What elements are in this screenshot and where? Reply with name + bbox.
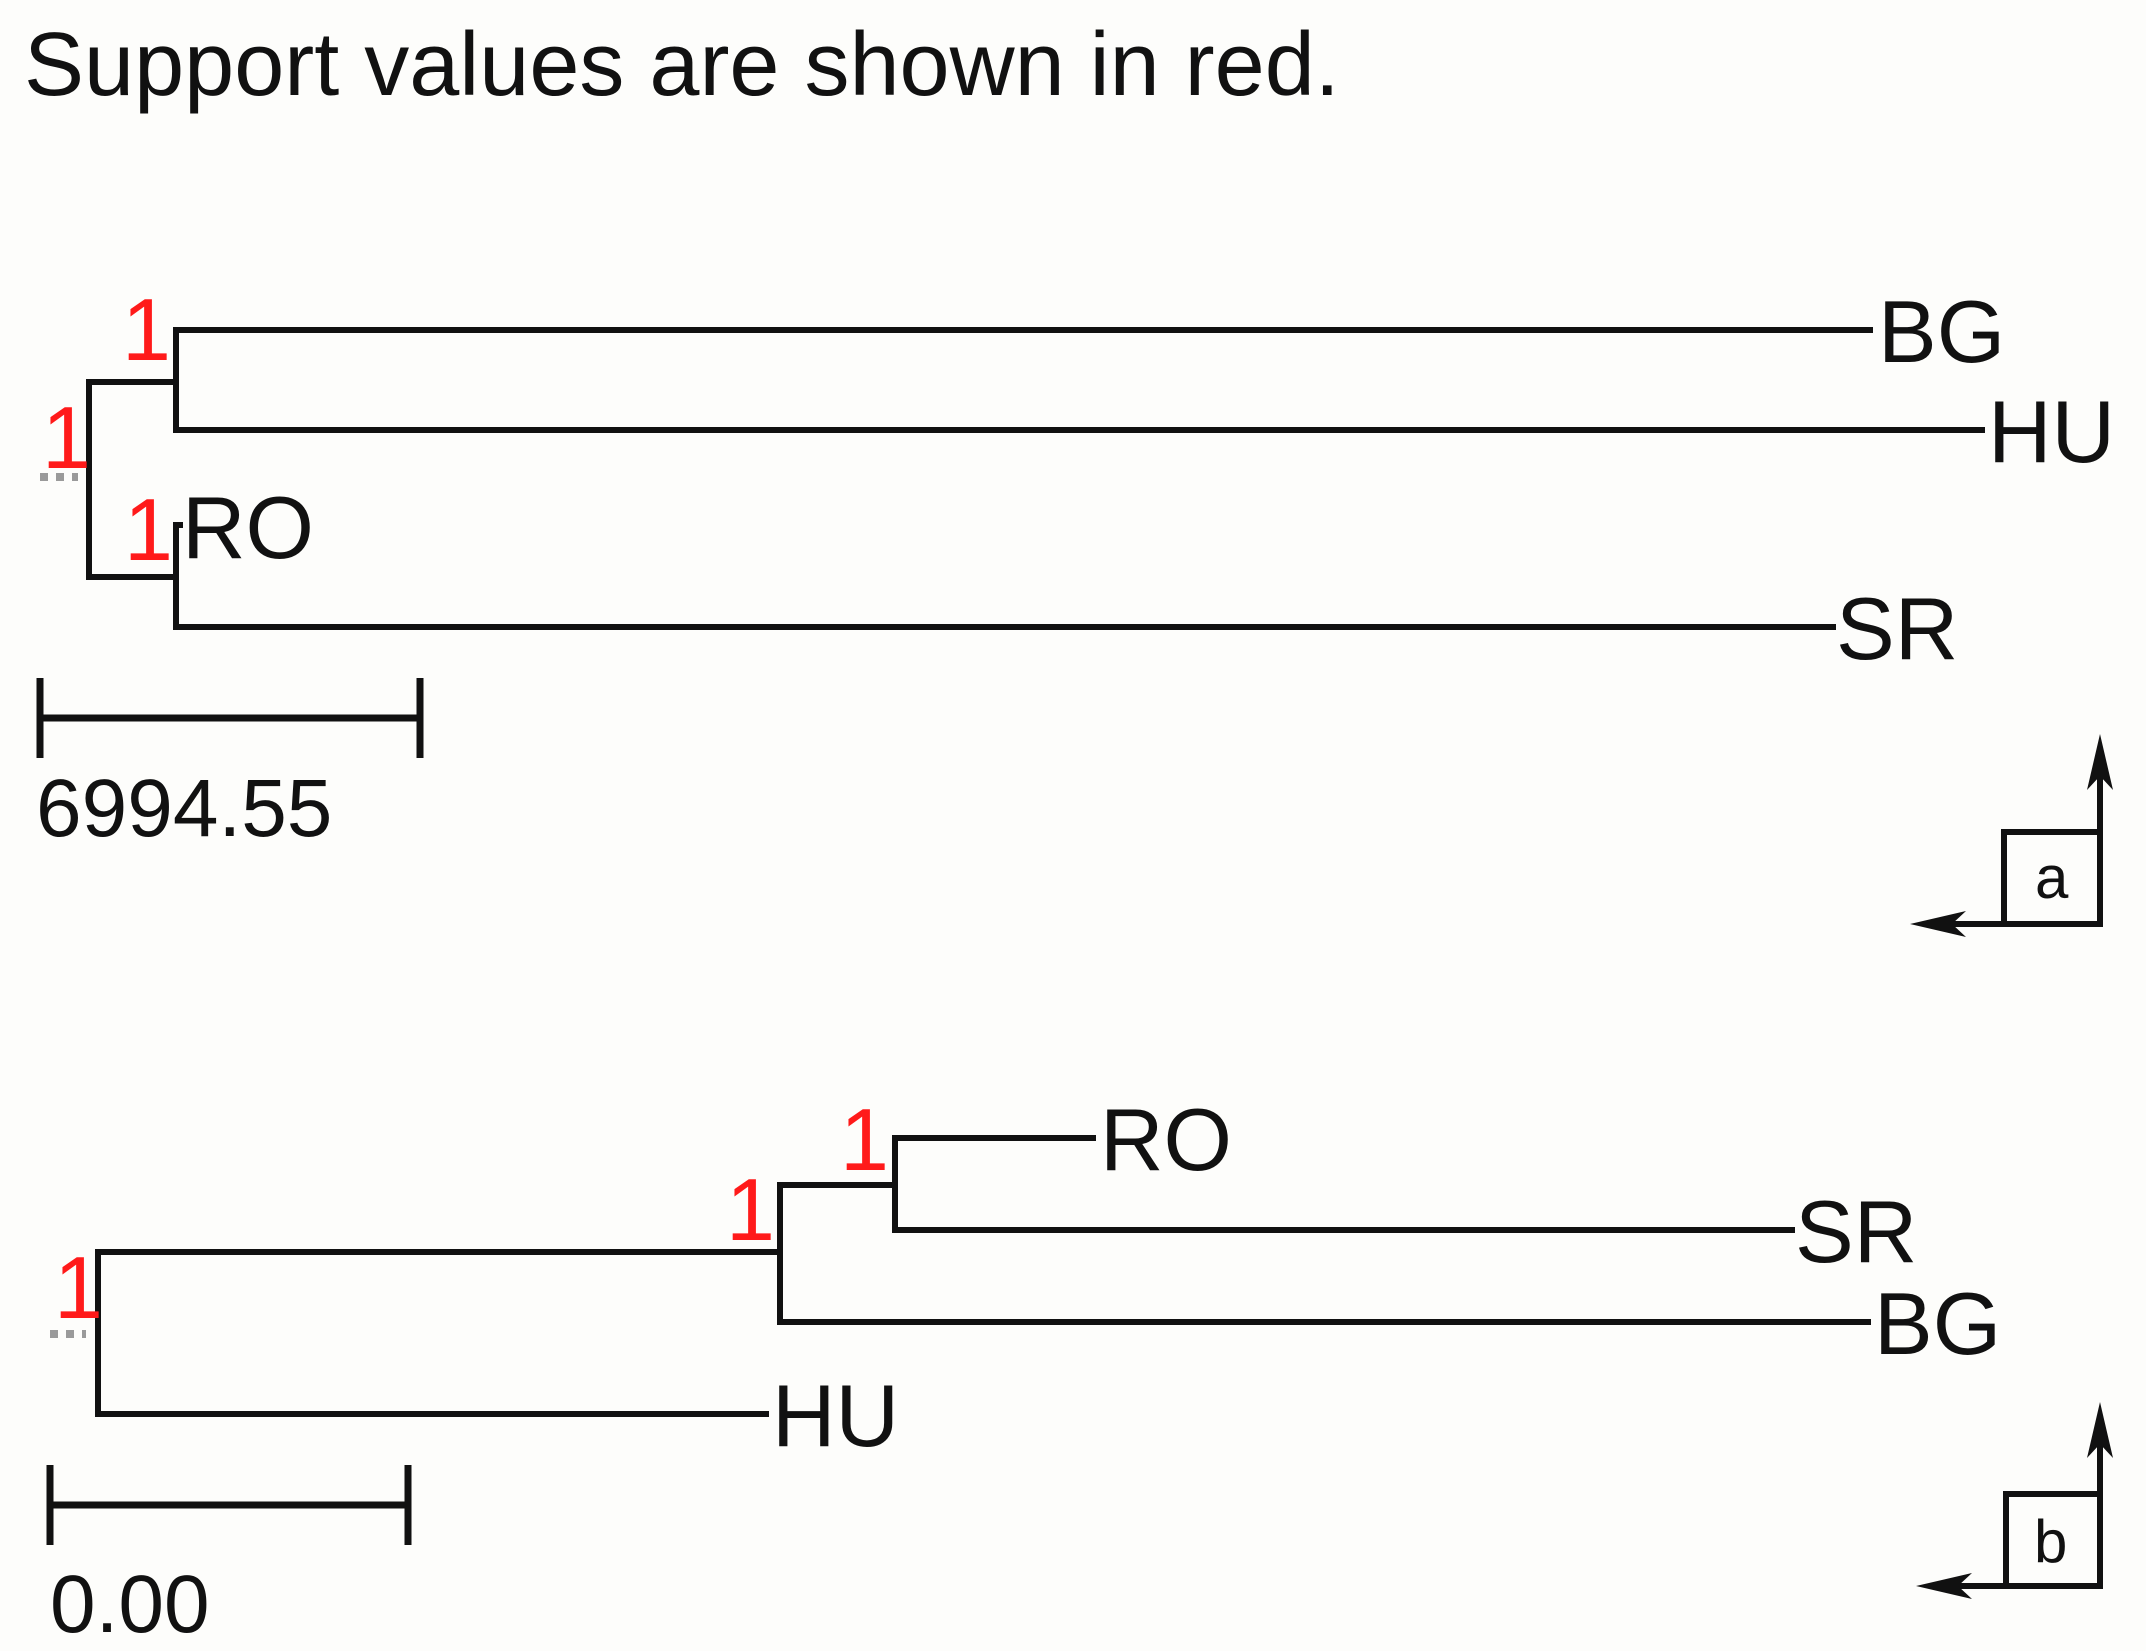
panel-b-support-ro-sr: 1 bbox=[840, 1090, 889, 1189]
panel-a-support-bg-hu: 1 bbox=[122, 280, 171, 379]
left-arrow-icon bbox=[1910, 911, 1966, 937]
panel-b-leaf-hu: HU bbox=[772, 1366, 899, 1465]
up-arrow-icon bbox=[2087, 734, 2113, 790]
caption: Support values are shown in red. bbox=[24, 15, 1340, 115]
panel-b-support-inner: 1 bbox=[726, 1160, 775, 1259]
panel-b-leaf-ro: RO bbox=[1100, 1090, 1232, 1189]
panel-a-leaf-bg: BG bbox=[1878, 282, 2005, 381]
panel-a-leaf-sr: SR bbox=[1836, 579, 1958, 678]
panel-a-orientation-box: a bbox=[1910, 734, 2113, 937]
panel-b-leaf-bg: BG bbox=[1874, 1274, 2001, 1373]
panel-a-scale-bar bbox=[36, 678, 424, 758]
panel-a-label: a bbox=[2035, 844, 2069, 911]
panel-b-label: b bbox=[2034, 1508, 2067, 1575]
panel-a-leaf-ro: RO bbox=[182, 478, 314, 577]
panel-b: 1 1 1 RO SR BG HU 0.00 b bbox=[46, 1090, 2113, 1650]
up-arrow-icon bbox=[2087, 1402, 2113, 1458]
panel-b-scale-label: 0.00 bbox=[50, 1559, 210, 1650]
panel-b-leaf-sr: SR bbox=[1795, 1182, 1917, 1281]
left-arrow-icon bbox=[1916, 1573, 1972, 1599]
panel-b-orientation-box: b bbox=[1916, 1402, 2113, 1599]
panel-b-support-root: 1 bbox=[54, 1238, 103, 1337]
panel-a-scale-label: 6994.55 bbox=[36, 763, 332, 854]
panel-a-leaf-hu: HU bbox=[1988, 382, 2115, 481]
panel-a-support-root: 1 bbox=[42, 388, 91, 487]
panel-b-scale-bar bbox=[46, 1465, 412, 1545]
panel-a: 1 1 1 BG HU RO SR 6994.55 a bbox=[36, 280, 2115, 937]
panel-a-support-ro-sr: 1 bbox=[124, 480, 173, 579]
